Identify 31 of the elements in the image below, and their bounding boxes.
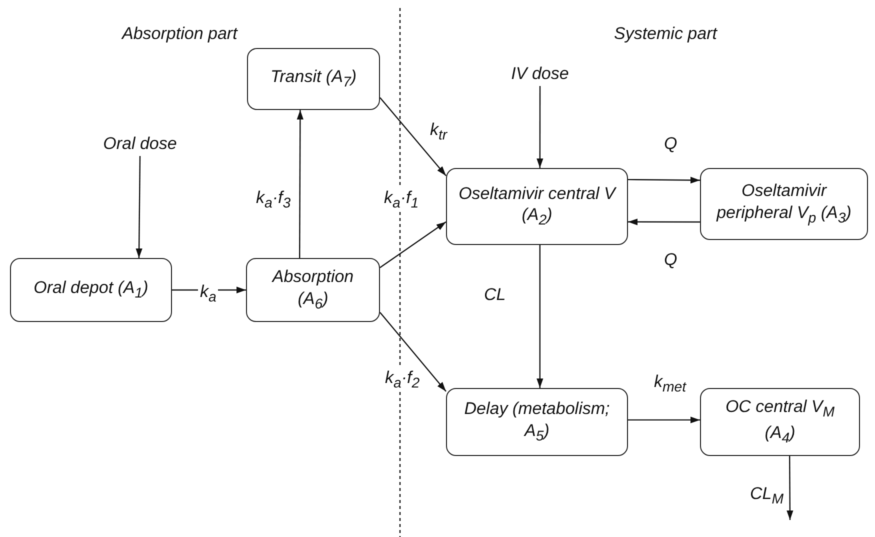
compartment-label: Oral depot (A$_{1}$)	[34, 276, 148, 304]
arrow	[628, 176, 700, 184]
compartment-label: Delay (metabolism; A$_{5}$)	[463, 398, 611, 446]
compartment-label: Oseltamivir peripheral V$_{p}$ (A$_{3}$)	[715, 180, 852, 228]
input-label: IV dose	[500, 62, 580, 86]
arrow	[380, 312, 446, 392]
arrow	[136, 156, 142, 258]
arrow	[536, 86, 544, 168]
compartment-box	[700, 388, 860, 456]
arrow	[380, 221, 446, 268]
arrow	[628, 218, 700, 226]
arrow	[296, 110, 304, 258]
compartment-box	[246, 258, 380, 322]
compartment-label: OC central V$_{M}$ (A$_{4}$)	[724, 396, 836, 448]
rate-label: Q	[662, 134, 680, 154]
compartment-box	[247, 48, 380, 110]
arrow	[786, 456, 794, 520]
arrow	[536, 245, 544, 388]
compartment-label: Absorption (A$_{6}$)	[270, 266, 355, 314]
compartment-box	[700, 168, 868, 240]
input-label: Oral dose	[95, 132, 185, 156]
compartment-box	[446, 168, 628, 245]
section-title: Absorption part	[120, 24, 240, 44]
compartment-box	[10, 258, 172, 322]
arrow	[628, 416, 700, 424]
arrow	[380, 97, 446, 176]
section-title: Systemic part	[612, 24, 719, 44]
compartment-label: Oseltamivir central V (A$_{2}$)	[458, 182, 618, 230]
rate-label: Q	[662, 250, 680, 270]
compartment-label: Transit (A$_{7}$)	[270, 66, 356, 92]
compartment-box	[446, 388, 628, 456]
